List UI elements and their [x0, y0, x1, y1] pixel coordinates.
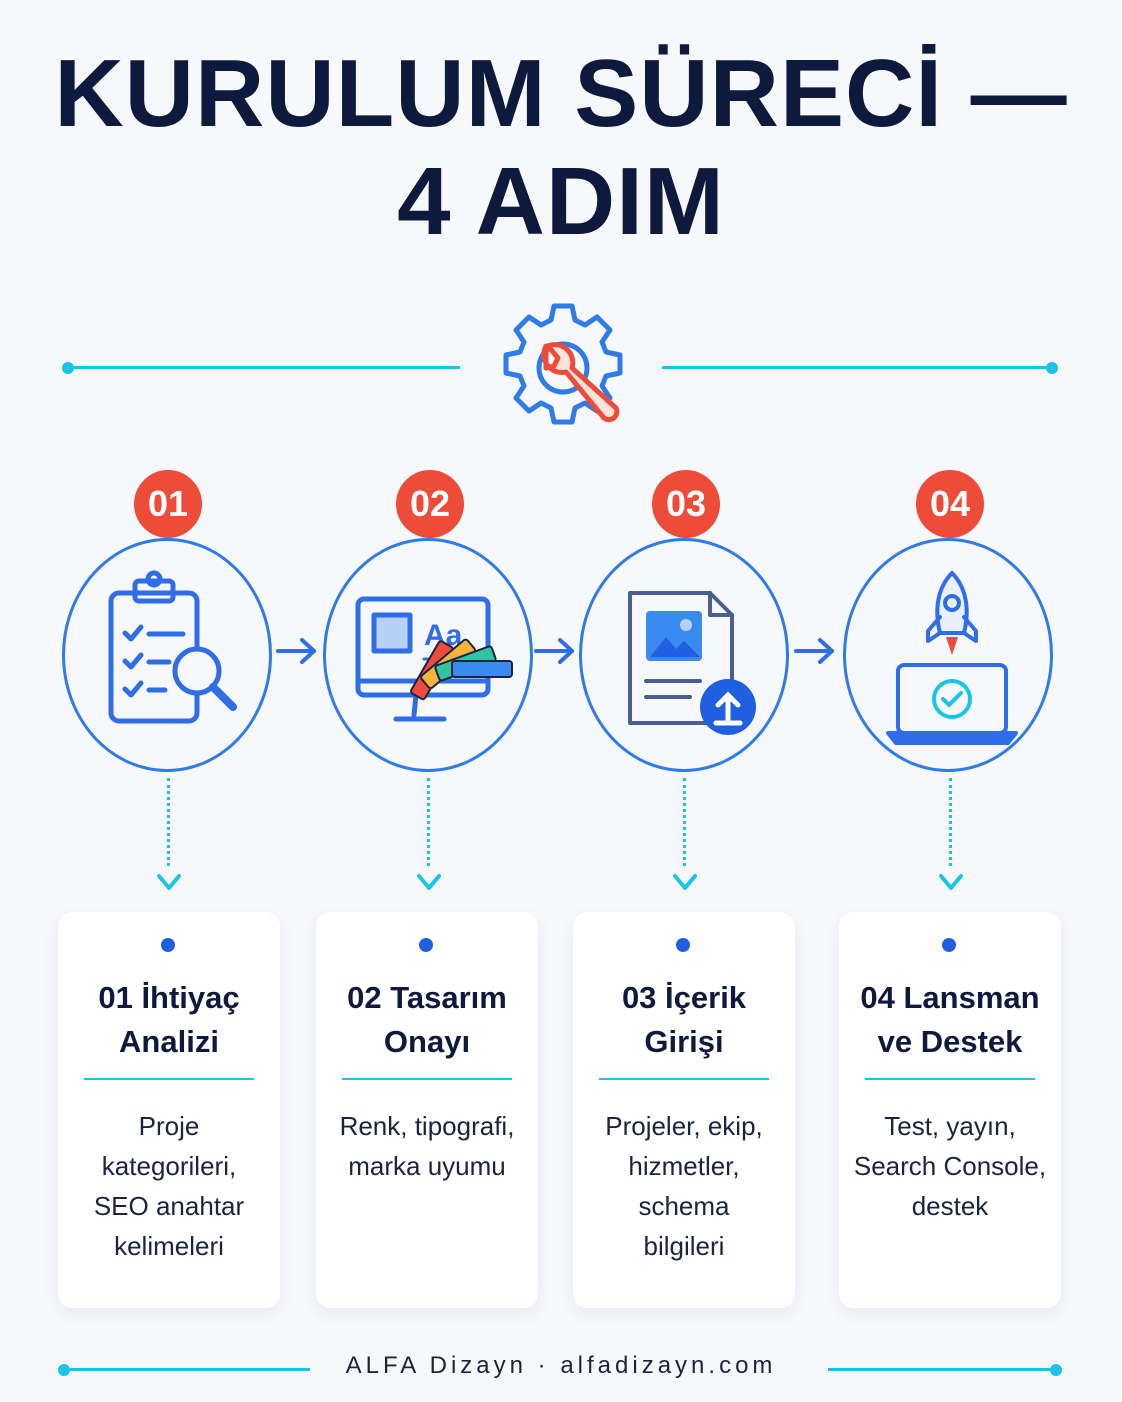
step-3-circle — [579, 538, 789, 772]
footer-line-right — [828, 1368, 1054, 1371]
footer-dot-right — [1050, 1364, 1062, 1376]
step-3-card: 03 İçerik Girişi Projeler, ekip, hizmetl… — [573, 912, 795, 1308]
footer-text: ALFA Dizayn · alfadizayn.com — [345, 1352, 777, 1379]
step-4-description: Test, yayın, Search Console, destek — [853, 1111, 1047, 1221]
card-dot — [942, 938, 956, 952]
card-divider — [84, 1078, 254, 1080]
arrow-down-icon — [417, 874, 441, 890]
monitor-palette-icon: Aa — [355, 596, 513, 722]
divider-dot-right — [1046, 362, 1058, 374]
arrow-down-icon — [673, 874, 697, 890]
step-1-description: Proje kategorileri, SEO anahtar kelimele… — [93, 1111, 245, 1261]
arrow-down-icon — [157, 874, 181, 890]
divider-dot-left — [62, 362, 74, 374]
rocket-laptop-icon — [886, 571, 1018, 745]
document-upload-icon — [628, 591, 756, 735]
connector-3 — [683, 778, 686, 866]
card-divider — [865, 1078, 1035, 1080]
step-2-card: 02 Tasarım Onayı Renk, tipografi, marka … — [316, 912, 538, 1308]
step-2-description: Renk, tipografi, marka uyumu — [339, 1111, 515, 1181]
step-2-badge: 02 — [396, 470, 464, 538]
step-1-card: 01 İhtiyaç Analizi Proje kategorileri, S… — [58, 912, 280, 1308]
step-3-badge: 03 — [652, 470, 720, 538]
arrow-right-icon — [534, 638, 574, 664]
card-dot — [419, 938, 433, 952]
step-1-badge: 01 — [134, 470, 202, 538]
step-3-title: 03 İçerik Girişi — [621, 980, 747, 1059]
checklist-magnifier-icon — [108, 570, 237, 724]
gear-wrench-icon — [503, 303, 623, 425]
arrow-right-icon — [794, 638, 834, 664]
card-divider — [599, 1078, 769, 1080]
connector-1 — [167, 778, 170, 866]
title-line-2: 4 ADIM — [397, 148, 725, 255]
card-dot — [161, 938, 175, 952]
divider-line-left — [70, 366, 460, 369]
arrow-right-icon — [276, 638, 316, 664]
step-4-title: 04 Lansman ve Destek — [860, 980, 1040, 1059]
connector-4 — [949, 778, 952, 866]
step-2-circle: Aa — [323, 538, 533, 772]
divider-line-right — [662, 366, 1050, 369]
step-4-badge: 04 — [916, 470, 984, 538]
footer-dot-left — [58, 1364, 70, 1376]
arrow-down-icon — [939, 874, 963, 890]
step-1-title: 01 İhtiyaç Analizi — [98, 980, 240, 1059]
page-title: KURULUM SÜRECİ — 4 ADIM — [0, 40, 1122, 256]
step-2-title: 02 Tasarım Onayı — [347, 980, 507, 1059]
step-4-card: 04 Lansman ve Destek Test, yayın, Search… — [839, 912, 1061, 1308]
step-3-description: Projeler, ekip, hizmetler, schema bilgil… — [605, 1111, 763, 1261]
card-dot — [676, 938, 690, 952]
step-4-circle — [843, 538, 1053, 772]
step-1-circle — [62, 538, 272, 772]
connector-2 — [427, 778, 430, 866]
card-divider — [342, 1078, 512, 1080]
footer-line-left — [66, 1368, 310, 1371]
title-line-1: KURULUM SÜRECİ — — [54, 40, 1068, 147]
